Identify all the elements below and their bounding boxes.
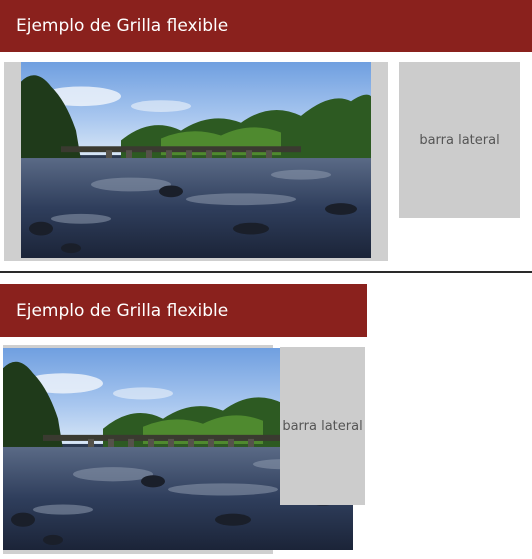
page-header: Ejemplo de Grilla flexible: [0, 0, 532, 52]
sidebar: barra lateral: [399, 62, 520, 218]
section-divider: [0, 271, 532, 273]
sidebar: barra lateral: [280, 347, 365, 505]
header-title: Ejemplo de Grilla flexible: [16, 300, 229, 321]
river-photo: [21, 62, 371, 258]
sidebar-label: barra lateral: [419, 132, 500, 148]
sidebar-label: barra lateral: [282, 418, 363, 434]
page-header: Ejemplo de Grilla flexible: [0, 284, 367, 337]
header-title: Ejemplo de Grilla flexible: [16, 16, 229, 36]
